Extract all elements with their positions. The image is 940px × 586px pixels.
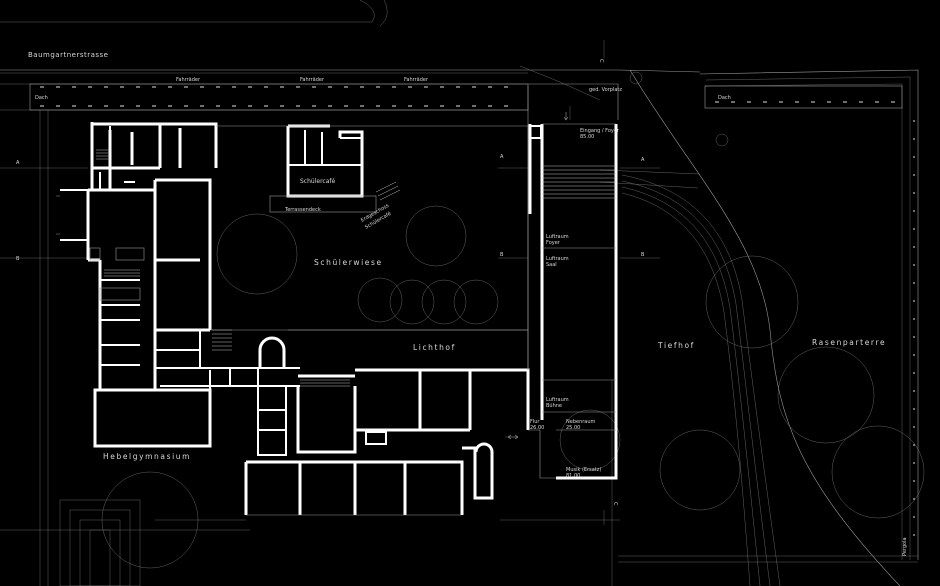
music-room-label: Musik (Ersatz) (566, 467, 601, 473)
void-stage-name: Bühne (546, 403, 562, 409)
courtyard-outlines (210, 125, 529, 370)
void-hall-label: Luftraum (546, 256, 569, 262)
street-tree-line (40, 86, 915, 536)
entrance-label: Eingang / Foyer (580, 128, 620, 134)
section-a-left: A (16, 160, 20, 166)
school-label: Hebelgymnasium (103, 452, 191, 461)
terrace-label: Terrassendeck (284, 207, 321, 213)
void-hall-name: Saal (546, 262, 557, 268)
school-building (56, 122, 530, 516)
double-arrow-icon (507, 434, 519, 440)
void-foyer-label: Luftraum (546, 234, 569, 240)
section-b-mid: B (500, 252, 504, 258)
music-room-area: 81.00 (566, 473, 580, 479)
sunken-court-label: Tiefhof (657, 341, 695, 350)
roof-label-left: Dach (35, 95, 48, 101)
lawn-label: Schülerwiese (314, 258, 383, 267)
roof-strips (29, 83, 903, 111)
void-stage-label: Luftraum (546, 397, 569, 403)
side-room-area: 25.00 (566, 425, 580, 431)
cafe-building (269, 124, 401, 213)
section-c-bottom: C (612, 502, 618, 506)
section-b-right: B (641, 252, 645, 258)
bike-parking-label-3: Fahrräder (404, 77, 429, 83)
roof-label-right: Dach (718, 95, 731, 101)
hall-building (505, 83, 619, 480)
entrance-area: 85.00 (580, 134, 594, 140)
street-name-label: Baumgartnerstrasse (28, 51, 108, 59)
section-b-left: B (16, 256, 20, 262)
section-a-mid: A (500, 154, 504, 160)
lawn-parterre-label: Rasenparterre (812, 338, 886, 347)
corridor-area: 26.00 (530, 425, 544, 431)
side-room-label: Nebenraum (566, 419, 596, 425)
void-foyer-name: Foyer (546, 240, 561, 246)
section-a-right: A (641, 157, 645, 163)
pergola-label: Pergola (902, 537, 908, 556)
corridor-label: Flur (530, 419, 540, 425)
entrance-arrow-icon (563, 112, 569, 121)
section-c-top: C (598, 59, 604, 63)
cafe-label: Schülercafé (300, 178, 335, 185)
light-court-label: Lichthof (413, 343, 456, 352)
forecourt-label: ged. Vorplatz (589, 87, 622, 93)
bike-parking-label-2: Fahrräder (300, 77, 325, 83)
bike-parking-label-1: Fahrräder (176, 77, 201, 83)
